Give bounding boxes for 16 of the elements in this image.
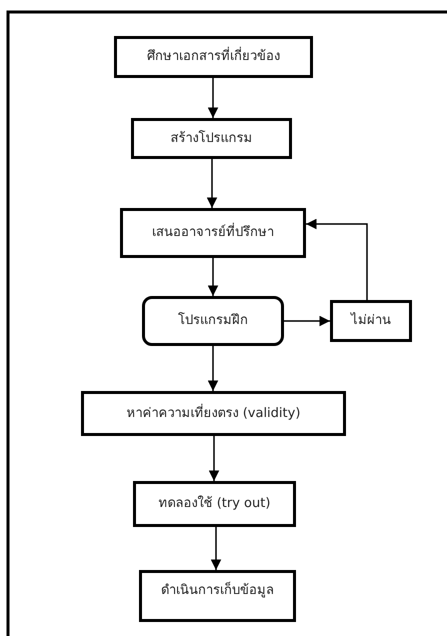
process-box: ศึกษาเอกสารที่เกี่ยวข้อง — [114, 36, 313, 78]
arrow — [210, 527, 222, 570]
process-box: สร้างโปรแกรม — [131, 118, 292, 159]
arrow — [208, 78, 218, 118]
process-box: ทดลองใช้ (try out) — [133, 481, 296, 527]
arrow — [284, 316, 330, 326]
process-box: ไม่ผ่าน — [330, 300, 412, 342]
arrow — [206, 159, 218, 208]
process-box: ดำเนินการเก็บข้อมูล — [139, 570, 296, 622]
process-box: เสนออาจารย์ที่ปรึกษา — [120, 208, 306, 258]
arrow — [208, 346, 218, 391]
rounded-process-box: โปรแกรมฝึก — [142, 296, 284, 346]
arrow — [208, 436, 220, 481]
arrow — [306, 218, 368, 300]
process-box: หาค่าความเที่ยงตรง (validity) — [81, 391, 346, 436]
arrow — [208, 258, 218, 296]
